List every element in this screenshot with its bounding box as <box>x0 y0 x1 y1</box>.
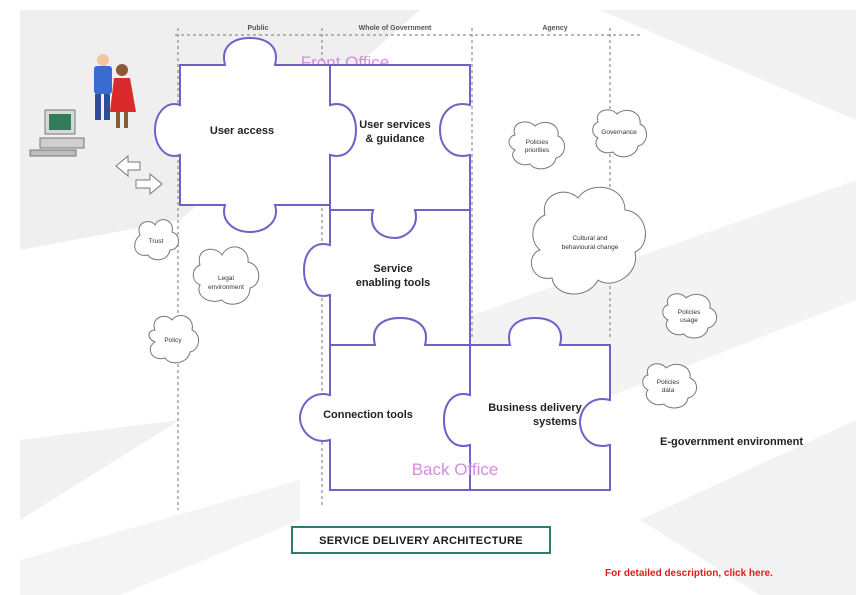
cloud-trust-label: Trust <box>149 238 164 245</box>
title-box: SERVICE DELIVERY ARCHITECTURE <box>291 526 551 554</box>
cloud-cultural-change: Cultural and behavioural change <box>531 186 646 295</box>
arrows-icon <box>115 154 163 196</box>
user-services-label-line-1: User services <box>359 119 431 131</box>
detailed-description-link[interactable]: For detailed description, click here. <box>605 568 773 579</box>
column-label-whole-of-government: Whole of Government <box>359 25 432 32</box>
cloud-policies-priorities-label-line-1: Policies <box>526 139 549 146</box>
column-label-agency: Agency <box>542 25 567 32</box>
e-government-environment-label: E-government environment <box>660 436 803 448</box>
cloud-trust: Trust <box>134 219 179 261</box>
business-delivery-label-line-1: Business delivery <box>488 402 582 414</box>
user-services-label-line-2: & guidance <box>365 133 424 145</box>
back-office-overlay: Back Office <box>412 460 499 479</box>
cloud-policies-usage: Policies usage <box>662 293 717 339</box>
service-enabling-label-line-2: enabling tools <box>356 277 431 289</box>
users-illustration <box>94 54 136 128</box>
cloud-governance: Governance <box>592 109 647 158</box>
puzzle-piece-user-access: User access <box>153 36 358 234</box>
cloud-policies-data-label-line-2: data <box>662 387 675 394</box>
cloud-policies-priorities: Policies priorities <box>508 121 565 170</box>
service-enabling-label-line-1: Service <box>373 263 412 275</box>
puzzle-piece-service-enabling: Service enabling tools <box>302 209 471 346</box>
cloud-policies-usage-label-line-2: usage <box>680 317 698 324</box>
cloud-legal: Legal environment <box>192 246 260 305</box>
cloud-cultural-change-label-line-2: behavioural change <box>562 244 619 251</box>
business-delivery-label-line-2: systems <box>533 416 577 428</box>
cloud-cultural-change-label-line-1: Cultural and <box>572 235 607 242</box>
cloud-legal-label-line-2: environment <box>208 284 244 291</box>
title-label: SERVICE DELIVERY ARCHITECTURE <box>319 535 523 547</box>
cloud-policies-data-label-line-1: Policies <box>657 379 680 386</box>
user-access-label: User access <box>210 125 274 137</box>
cloud-legal-label-line-1: Legal <box>218 275 234 282</box>
computer-icon <box>29 109 85 157</box>
puzzle-piece-connection-tools: Connection tools <box>298 316 471 491</box>
column-label-public: Public <box>247 25 268 32</box>
cloud-policy: Policy <box>148 315 199 364</box>
cloud-governance-label: Governance <box>601 129 637 136</box>
puzzle-piece-business-delivery: Business delivery systems <box>442 316 611 491</box>
cloud-policies-usage-label-line-1: Policies <box>678 309 701 316</box>
cloud-policies-data: Policies data <box>642 363 697 409</box>
cloud-policies-priorities-label-line-2: priorities <box>525 147 550 154</box>
cloud-policy-label: Policy <box>164 337 182 344</box>
connection-tools-label: Connection tools <box>323 409 413 421</box>
